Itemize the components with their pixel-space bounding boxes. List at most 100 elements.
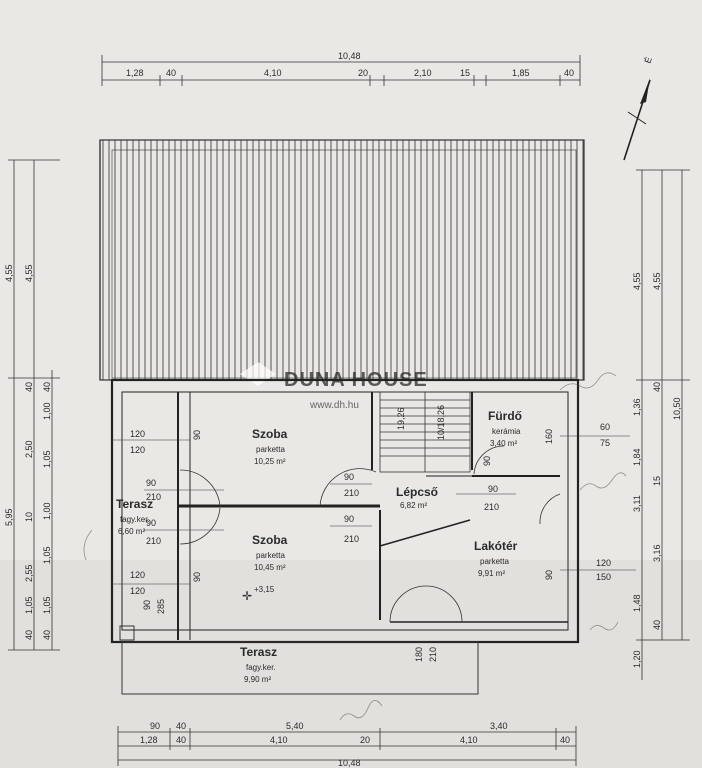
- dim-left-outer: 4,55: [4, 264, 14, 282]
- dim-left-inner: 2,50: [24, 440, 34, 458]
- room-floor: fagy.ker.: [246, 663, 276, 672]
- door-width: 90: [344, 514, 354, 524]
- window-height: 150: [596, 572, 611, 582]
- room-name: Lakótér: [474, 539, 518, 553]
- dim-bottom-row2: 1,28: [140, 735, 158, 745]
- dim-top-seg: 1,85: [512, 68, 530, 78]
- room-floor: parketta: [256, 551, 285, 560]
- dim-right-inner: 3,11: [632, 495, 642, 512]
- north-label: É: [642, 56, 653, 65]
- dim-right-inner: 1,84: [632, 448, 642, 466]
- top-dimension-chain: [101, 55, 581, 86]
- dim-bottom-row2: 4,10: [460, 735, 478, 745]
- dim-left-inner2: 1,00: [42, 402, 52, 420]
- door-height: 210: [146, 536, 161, 546]
- dim-bottom-row2: 4,10: [270, 735, 288, 745]
- room-area: 6,60 m²: [118, 527, 145, 536]
- dim-left-inner: 40: [24, 382, 34, 392]
- window-width: 120: [130, 429, 145, 439]
- room-name: Lépcső: [396, 485, 438, 499]
- bottom-dimension-chain: [117, 726, 577, 766]
- dim-bottom-row1: 5,40: [286, 721, 304, 731]
- window-height: 160: [544, 429, 554, 444]
- dim-bottom-row2: 40: [560, 735, 570, 745]
- room-area: 3,40 m²: [490, 439, 517, 448]
- dim-left-inner: 1,05: [24, 596, 34, 614]
- door-width: 90: [146, 478, 156, 488]
- window-width: 90: [192, 430, 202, 440]
- left-dimension-chain: [8, 159, 60, 651]
- dim-left-inner: 40: [24, 630, 34, 640]
- dim-right-outer: 4,55: [632, 272, 642, 290]
- room-name: Terasz: [240, 645, 277, 659]
- door-width: 90: [146, 518, 156, 528]
- dim-right-outer: 10,50: [672, 397, 682, 420]
- room-szoba-upper: Szoba parketta 10,25 m²: [252, 427, 288, 466]
- room-floor: fagy.ker.: [120, 515, 150, 524]
- roof-area: [99, 139, 585, 381]
- door-width: 90: [142, 600, 152, 610]
- dim-top-total: 10,48: [338, 51, 361, 61]
- stair-label: 10/18,26: [436, 405, 446, 440]
- opening-labels: 120 120 90 210 90 210 90 210 90 210 120 …: [112, 422, 636, 662]
- room-lepcso: Lépcső 6,82 m²: [396, 485, 438, 510]
- dim-left-inner2: 40: [42, 382, 52, 392]
- dim-top-seg: 1,28: [126, 68, 144, 78]
- dim-top-seg: 4,10: [264, 68, 282, 78]
- dim-left-inner2: 1,05: [42, 450, 52, 468]
- door-height: 210: [484, 502, 499, 512]
- dim-bottom-total: 10,48: [338, 758, 361, 768]
- window-width: 120: [596, 558, 611, 568]
- room-area: 9,90 m²: [244, 675, 271, 684]
- right-dimension-chain: [636, 169, 690, 680]
- door-width: 90: [488, 484, 498, 494]
- room-szoba-lower: Szoba parketta 10,45 m² +3,15: [252, 533, 288, 594]
- room-lakoter: Lakótér parketta 9,91 m²: [474, 539, 518, 578]
- room-area: 6,82 m²: [400, 501, 427, 510]
- room-name: Szoba: [252, 427, 288, 441]
- dim-right-inner: 40: [652, 620, 662, 630]
- dim-left-inner2: 1,05: [42, 596, 52, 614]
- dim-bottom-row2: 40: [176, 735, 186, 745]
- dim-left-inner2: 1,00: [42, 502, 52, 520]
- dim-bottom-row1: 90: [150, 721, 160, 731]
- dim-bottom-row2: 20: [360, 735, 370, 745]
- dim-left-outer: 5,95: [4, 508, 14, 526]
- room-name: Terasz: [116, 497, 153, 511]
- door-height: 210: [344, 488, 359, 498]
- room-floor: kerámia: [492, 427, 521, 436]
- dim-left-inner: 2,55: [24, 564, 34, 582]
- dim-left-inner: 10: [24, 512, 34, 522]
- watermark-url: www.dh.hu: [309, 400, 359, 411]
- dim-right-inner: 1,48: [632, 594, 642, 612]
- door-width: 180: [414, 647, 424, 662]
- room-furdo: Fürdő kerámia 3,40 m²: [488, 409, 522, 448]
- room-name: Fürdő: [488, 409, 522, 423]
- window-height: 120: [130, 586, 145, 596]
- door-width: 90: [344, 472, 354, 482]
- room-area: 10,45 m²: [254, 563, 286, 572]
- door-height: 210: [428, 647, 438, 662]
- room-area: 10,25 m²: [254, 457, 286, 466]
- bottom-terrace-outline: [121, 641, 479, 695]
- room-floor: parketta: [480, 557, 509, 566]
- handwritten-notes: [83, 372, 627, 721]
- dim-right-inner: 40: [652, 382, 662, 392]
- door-width: 90: [482, 456, 492, 466]
- dim-top-seg: 40: [564, 68, 574, 78]
- door-swings: [179, 445, 561, 623]
- stair-label: 19,26: [396, 407, 406, 430]
- level-mark: +3,15: [254, 585, 275, 594]
- dim-bottom-row1: 40: [176, 721, 186, 731]
- dim-left-inner2: 40: [42, 630, 52, 640]
- dim-bottom-row1: 3,40: [490, 721, 508, 731]
- room-floor: parketta: [256, 445, 285, 454]
- dim-right-inner: 1,36: [632, 398, 642, 416]
- window-width: 90: [544, 570, 554, 580]
- window-height: 120: [130, 445, 145, 455]
- staircase: [379, 391, 471, 473]
- dim-left-inner2: 1,05: [42, 546, 52, 564]
- north-arrow-icon: [623, 78, 651, 161]
